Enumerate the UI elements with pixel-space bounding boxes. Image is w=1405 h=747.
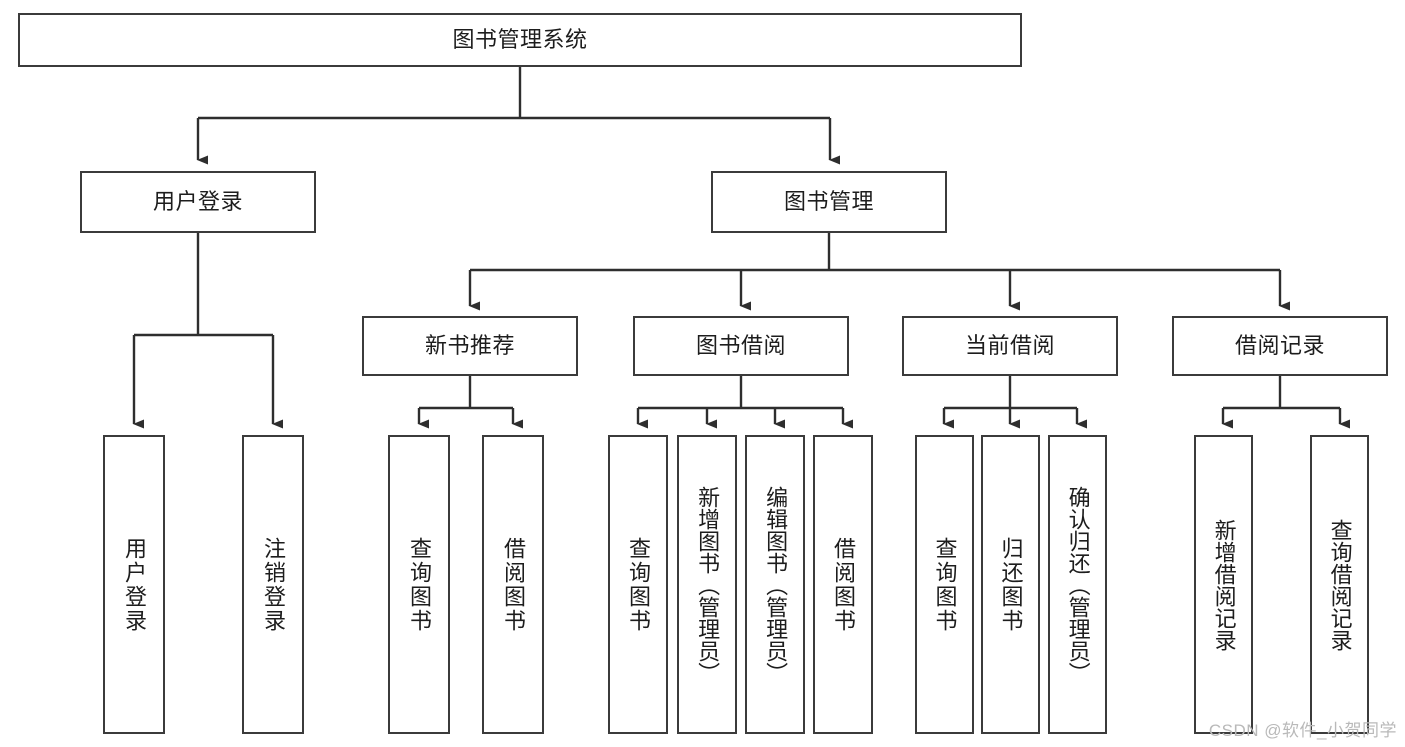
leaf-query-borrow-record[interactable]: 查询借阅记录 xyxy=(1310,435,1369,734)
node-book-management[interactable]: 图书管理 xyxy=(711,171,947,233)
leaf-edit-book-admin[interactable]: 编辑图书（管理员） xyxy=(745,435,805,734)
leaf-borrow-book[interactable]: 借阅图书 xyxy=(813,435,873,734)
leaf-confirm-return-admin[interactable]: 确认归还（管理员） xyxy=(1048,435,1107,734)
leaf-query-book-current[interactable]: 查询图书 xyxy=(915,435,974,734)
leaf-borrow-book-recommend[interactable]: 借阅图书 xyxy=(482,435,544,734)
leaf-logout-login[interactable]: 注销登录 xyxy=(242,435,304,734)
leaf-add-borrow-record[interactable]: 新增借阅记录 xyxy=(1194,435,1253,734)
node-root[interactable]: 图书管理系统 xyxy=(18,13,1022,67)
csdn-watermark: CSDN @软件_小贺同学 xyxy=(1208,721,1397,740)
node-new-book-recommend[interactable]: 新书推荐 xyxy=(362,316,578,376)
node-borrow-record[interactable]: 借阅记录 xyxy=(1172,316,1388,376)
node-current-borrow[interactable]: 当前借阅 xyxy=(902,316,1118,376)
leaf-return-book[interactable]: 归还图书 xyxy=(981,435,1040,734)
leaf-query-book-borrow[interactable]: 查询图书 xyxy=(608,435,668,734)
node-user-login[interactable]: 用户登录 xyxy=(80,171,316,233)
leaf-query-book-recommend[interactable]: 查询图书 xyxy=(388,435,450,734)
leaf-user-login[interactable]: 用户登录 xyxy=(103,435,165,734)
leaf-add-book-admin[interactable]: 新增图书（管理员） xyxy=(677,435,737,734)
node-book-borrow[interactable]: 图书借阅 xyxy=(633,316,849,376)
